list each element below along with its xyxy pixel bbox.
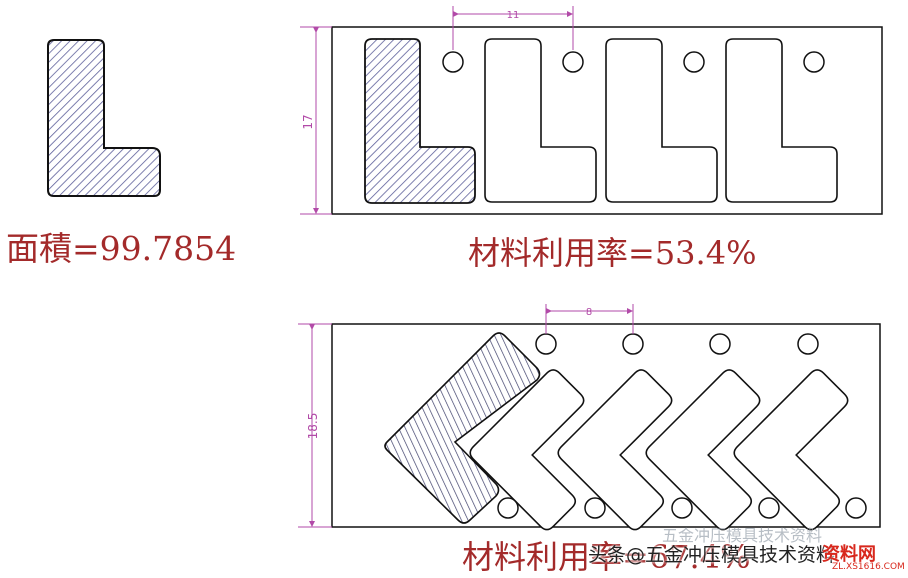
bottom-pilot-hole <box>497 497 519 519</box>
bottom-strip-layout: 8 18.5 <box>298 304 881 531</box>
bottom-pitch-dimension <box>545 304 634 334</box>
bottom-pilot-hole <box>622 333 644 355</box>
bottom-part-outline-4 <box>645 369 761 531</box>
bottom-pilot-hole <box>584 497 606 519</box>
top-pitch-label: 11 <box>507 10 520 21</box>
top-width-dimension <box>300 26 332 215</box>
bottom-width-dimension <box>298 323 332 528</box>
top-pilot-hole <box>683 51 705 73</box>
bottom-part-hatched <box>384 332 541 524</box>
top-pilot-hole <box>803 51 825 73</box>
bottom-pilot-hole <box>671 497 693 519</box>
top-pilot-hole <box>562 51 584 73</box>
top-pilot-hole <box>442 51 464 73</box>
bottom-pitch-label: 8 <box>586 307 592 318</box>
top-l-part-2 <box>484 38 597 203</box>
watermark-text: 头条@五金冲压模具技术资料 <box>588 544 836 566</box>
top-l-part-4 <box>725 38 838 203</box>
top-l-part-hatched <box>364 38 476 204</box>
top-pitch-dimension <box>452 6 574 50</box>
utilization-caption-top: 材料利用率=53.4% <box>468 234 757 272</box>
utilization-caption-bottom: 材料利用率=67.4% <box>462 538 751 576</box>
bottom-part-outline-2 <box>469 369 585 531</box>
watermark-logo-sub: ZL.XS1616.COM <box>832 562 905 572</box>
bottom-pilot-hole <box>797 333 819 355</box>
top-l-part-3 <box>605 38 718 203</box>
area-caption: 面積=99.7854 <box>6 229 237 268</box>
top-width-label: 17 <box>301 114 315 129</box>
top-strip-layout: 11 17 <box>300 6 883 215</box>
top-strip-outline <box>331 26 883 215</box>
bottom-part-outline-5 <box>733 369 849 531</box>
bottom-pilot-hole <box>709 333 731 355</box>
watermark-logo: 资料网 <box>822 544 876 565</box>
bottom-part-outline-3 <box>557 369 673 531</box>
bottom-pilot-hole <box>758 497 780 519</box>
bottom-width-label: 18.5 <box>306 413 320 440</box>
l-part-standalone <box>47 39 161 197</box>
bottom-pilot-hole <box>845 497 867 519</box>
watermark-faded-text: 五金冲压模具技术资料 <box>662 526 823 545</box>
bottom-pilot-hole <box>535 333 557 355</box>
bottom-strip-outline <box>331 323 881 528</box>
